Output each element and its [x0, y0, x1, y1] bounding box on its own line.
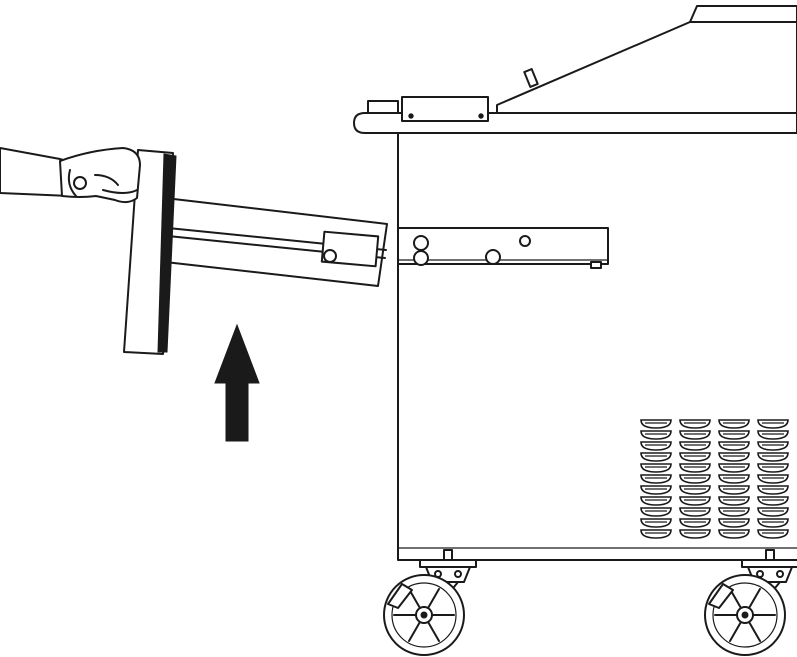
vent-slot [757, 474, 789, 484]
vent-slot [640, 441, 672, 451]
vent-slot [640, 419, 672, 429]
vent-slot [718, 419, 750, 429]
vent-slot [640, 474, 672, 484]
vent-slot [718, 441, 750, 451]
vent-slot [640, 496, 672, 506]
vent-slot [718, 485, 750, 495]
vent-slot [757, 507, 789, 517]
vent-slot [718, 518, 750, 528]
vent-slot [640, 518, 672, 528]
vent-slot [679, 529, 711, 539]
vent-slot [679, 485, 711, 495]
vent-slot [757, 518, 789, 528]
vent-slot [757, 463, 789, 473]
machine-lid [353, 5, 797, 134]
vent-slot [757, 496, 789, 506]
machine-body [397, 132, 797, 561]
vent-slot [640, 529, 672, 539]
up-arrow-icon [214, 323, 260, 442]
caster-wheel-icon [704, 549, 797, 656]
vent-slot [679, 463, 711, 473]
vent-slot [679, 452, 711, 462]
vent-slot [757, 430, 789, 440]
hand-icon [0, 147, 141, 204]
vent-slot [757, 485, 789, 495]
vent-slot [718, 452, 750, 462]
vent-slot [757, 419, 789, 429]
vent-slot [640, 485, 672, 495]
vent-slot [679, 496, 711, 506]
caster-wheel-icon [383, 549, 477, 656]
vent-slot [718, 463, 750, 473]
vent-slot [718, 507, 750, 517]
vent-slot [718, 496, 750, 506]
vent-slot [757, 452, 789, 462]
vent-slot [679, 441, 711, 451]
vent-slot [718, 529, 750, 539]
vent-slot [757, 441, 789, 451]
vent-slot [640, 463, 672, 473]
vent-slot [679, 507, 711, 517]
vent-slot [679, 430, 711, 440]
vent-slot [640, 507, 672, 517]
vent-slot [679, 518, 711, 528]
sealing-bar-icon [123, 149, 388, 355]
vent-slot [757, 529, 789, 539]
vent-slot [679, 474, 711, 484]
vent-slot [679, 419, 711, 429]
mount-bracket [397, 227, 609, 269]
vent-slot [718, 474, 750, 484]
vent-slot [718, 430, 750, 440]
vent-slot [640, 452, 672, 462]
vent-grille [640, 419, 789, 539]
lid-latch [401, 96, 489, 122]
vent-slot [640, 430, 672, 440]
